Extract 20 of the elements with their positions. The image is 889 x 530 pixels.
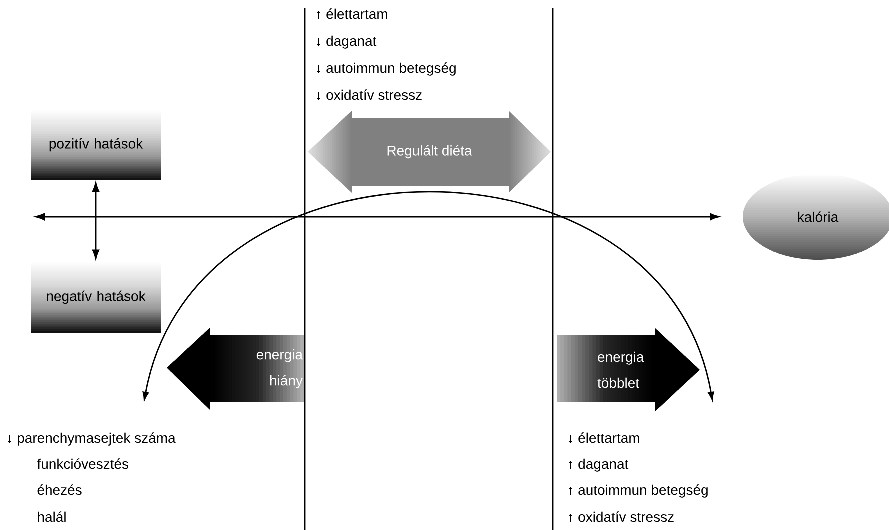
- list-item: ↑ daganat: [569, 458, 629, 472]
- list-item: ↓ élettartam: [569, 432, 640, 444]
- list-item: ↓ oxidatív stressz: [317, 90, 422, 100]
- node-label: kalória: [798, 212, 839, 222]
- effect-box: pozitív hatások: [31, 110, 161, 180]
- list-item: ↓ daganat: [317, 36, 377, 49]
- list-item: ↑ élettartam: [317, 8, 388, 20]
- arrow: [92, 182, 100, 260]
- list-item: funkcióvesztés: [37, 458, 129, 470]
- node-label: energia többlet: [598, 352, 644, 388]
- list-item: ↓ autoimmun betegség: [317, 62, 456, 76]
- list-item: halál: [38, 512, 66, 522]
- node-label: energia hiány: [256, 349, 304, 389]
- list-item: ↑ autoimmun betegség: [569, 484, 708, 498]
- list-item: ↓ parenchymasejtek száma: [8, 432, 176, 446]
- list-item: ↑ oxidatív stressz: [569, 512, 674, 522]
- node-label: pozitív hatások: [50, 138, 144, 152]
- list-item: éhezés: [38, 484, 82, 496]
- node-label: negatív hatások: [47, 290, 146, 304]
- effect-box: negatív hatások: [31, 262, 161, 333]
